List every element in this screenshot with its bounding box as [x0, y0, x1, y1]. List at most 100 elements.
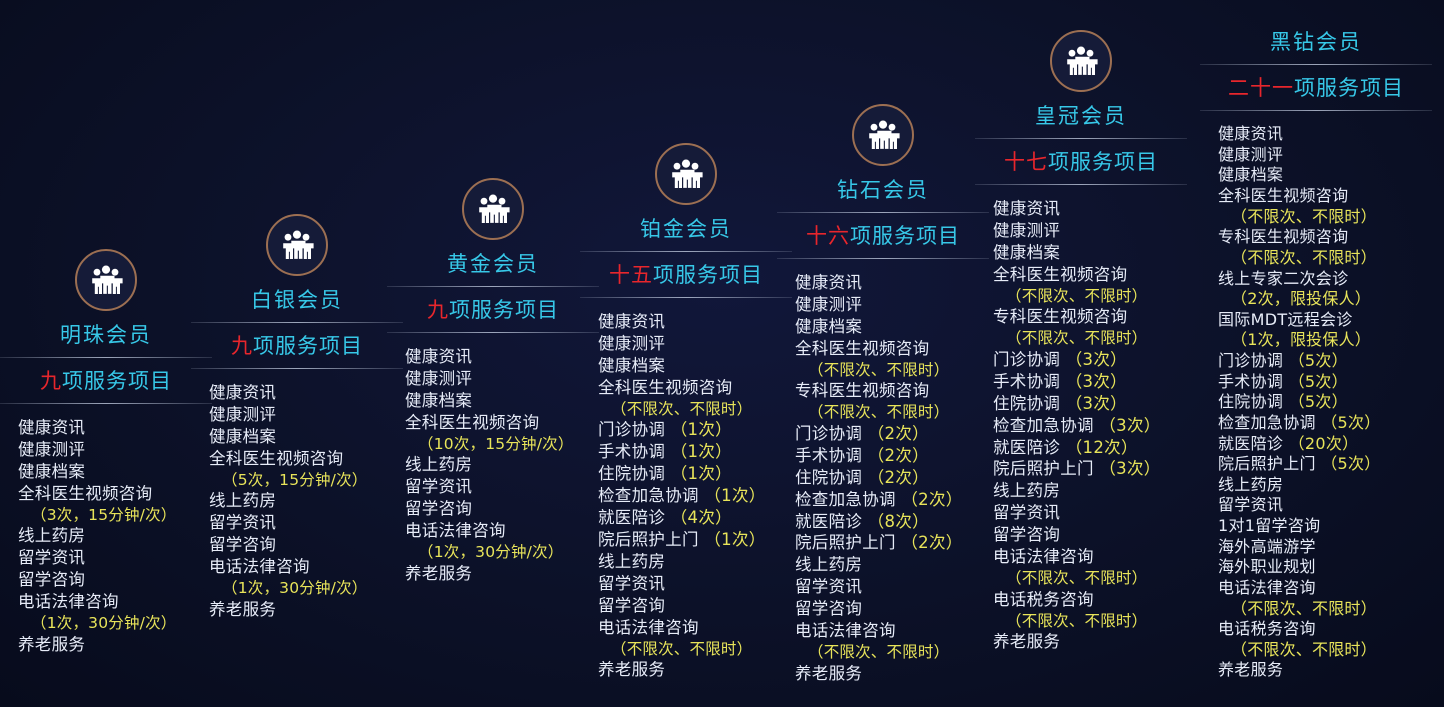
group-people-icon	[1050, 30, 1112, 92]
service-item-label: 专科医生视频咨询	[993, 307, 1128, 327]
service-item: 电话法律咨询	[405, 520, 506, 542]
service-count-heading: 九项服务项目	[427, 287, 559, 332]
service-item: 健康档案	[405, 390, 472, 412]
service-count-heading: 二十一项服务项目	[1228, 65, 1404, 110]
service-item-label: 全科医生视频咨询	[405, 413, 540, 432]
service-item-label: 院后照护上门	[598, 530, 699, 550]
tier-card[interactable]: 明珠会员九项服务项目健康资讯健康测评健康档案全科医生视频咨询（3次，15分钟/次…	[0, 249, 212, 656]
service-item: 就医陪诊 （20次）	[1218, 434, 1358, 455]
tier-card[interactable]: 钻石会员十六项服务项目健康资讯健康测评健康档案全科医生视频咨询（不限次、不限时）…	[777, 104, 989, 685]
service-item: 门诊协调 （5次）	[1218, 351, 1348, 372]
service-item: 线上药房	[598, 551, 665, 573]
service-item-label: 线上药房	[993, 481, 1061, 501]
service-item: 健康档案	[993, 242, 1060, 264]
service-item: 电话法律咨询	[598, 617, 699, 639]
service-item: 健康测评	[993, 220, 1060, 242]
service-item-note: （1次，30分钟/次）	[31, 614, 177, 633]
service-item: 住院协调 （2次）	[795, 467, 929, 489]
divider-top	[975, 138, 1187, 140]
tier-name: 黑钻会员	[1270, 30, 1362, 54]
service-item-quota: （2次）	[901, 533, 963, 553]
tier-card[interactable]: 皇冠会员十七项服务项目健康资讯健康测评健康档案全科医生视频咨询（不限次、不限时）…	[975, 30, 1187, 653]
tier-name: 铂金会员	[640, 217, 732, 241]
service-item: 院后照护上门 （1次）	[598, 529, 766, 551]
service-item-label: 手术协调	[993, 371, 1061, 391]
service-item-label: 养老服务	[598, 660, 666, 680]
service-item: 留学资讯	[405, 476, 472, 498]
service-item-label: 线上药房	[209, 491, 277, 511]
service-item: 专科医生视频咨询	[795, 380, 929, 402]
divider-top	[0, 357, 212, 359]
service-item: 电话法律咨询	[1218, 578, 1316, 599]
service-item-label: 健康资讯	[209, 383, 277, 403]
service-item-label: 留学资讯	[405, 477, 473, 497]
service-item-note: （1次，30分钟/次）	[222, 579, 368, 598]
service-item-label: 养老服务	[18, 634, 86, 654]
service-item-note: （不限次、不限时）	[1231, 247, 1377, 267]
tier-card[interactable]: 黄金会员九项服务项目健康资讯健康测评健康档案全科医生视频咨询（10次，15分钟/…	[387, 178, 599, 585]
service-item: 养老服务	[598, 659, 665, 681]
service-item: 健康测评	[209, 404, 276, 426]
service-item-label: 就医陪诊	[1218, 433, 1284, 453]
service-item-label: 门诊协调	[795, 423, 863, 443]
service-item: 手术协调 （5次）	[1218, 372, 1348, 393]
tier-card[interactable]: 黑钻会员二十一项服务项目健康资讯健康测评健康档案全科医生视频咨询（不限次、不限时…	[1200, 30, 1432, 681]
service-item-label: 养老服务	[209, 599, 277, 619]
service-item-label: 专科医生视频咨询	[1218, 227, 1349, 247]
service-item: 线上药房	[795, 554, 862, 576]
service-item: 健康档案	[795, 316, 862, 338]
service-item: 专科医生视频咨询	[1218, 227, 1348, 248]
service-item: 养老服务	[993, 631, 1060, 653]
service-item: 海外职业规划	[1218, 557, 1316, 578]
service-item: 线上药房	[1218, 475, 1283, 496]
service-item-label: 手术协调	[1218, 371, 1284, 391]
service-item: 留学咨询	[405, 498, 472, 520]
service-item-label: 健康档案	[18, 462, 86, 482]
service-item-note: （不限次、不限时）	[808, 643, 950, 662]
divider-bottom	[777, 258, 989, 260]
service-item-label: 全科医生视频咨询	[993, 265, 1128, 284]
service-item: 养老服务	[405, 563, 472, 585]
tier-card[interactable]: 铂金会员十五项服务项目健康资讯健康测评健康档案全科医生视频咨询（不限次、不限时）…	[580, 143, 792, 681]
service-item-list: 健康资讯健康测评健康档案全科医生视频咨询（不限次、不限时）专科医生视频咨询（不限…	[1200, 124, 1432, 681]
service-item-label: 留学咨询	[209, 535, 277, 555]
service-item-quota: （20次）	[1288, 433, 1359, 453]
service-item-label: 健康档案	[993, 243, 1061, 263]
service-item-label: 全科医生视频咨询	[209, 449, 344, 468]
service-item-label: 电话法律咨询	[18, 592, 119, 612]
service-count-number: 二十一	[1228, 76, 1294, 101]
service-item-label: 全科医生视频咨询	[18, 484, 153, 503]
service-item-label: 电话法律咨询	[993, 547, 1094, 567]
service-item-label: 就医陪诊	[795, 511, 863, 531]
service-item-label: 院后照护上门	[795, 533, 896, 553]
service-item-quota: （2次）	[867, 445, 929, 465]
service-item-quota: （1次）	[670, 464, 732, 484]
tier-name: 钻石会员	[837, 178, 929, 202]
service-item-note: （不限次、不限时）	[1231, 639, 1377, 659]
tier-card[interactable]: 白银会员九项服务项目健康资讯健康测评健康档案全科医生视频咨询（5次，15分钟/次…	[191, 214, 403, 621]
service-item: 手术协调 （3次）	[993, 371, 1127, 393]
service-item-label: 留学咨询	[795, 599, 863, 619]
service-item-label: 院后照护上门	[1218, 454, 1316, 474]
divider-top	[777, 212, 989, 214]
service-item: 就医陪诊 （8次）	[795, 511, 929, 533]
service-item: 健康测评	[405, 368, 472, 390]
group-people-icon	[266, 214, 328, 276]
service-count-number: 九	[427, 298, 449, 323]
service-count-number: 九	[231, 334, 253, 359]
service-item: 门诊协调 （2次）	[795, 423, 929, 445]
service-item-label: 健康资讯	[598, 312, 666, 332]
service-item: 检查加急协调 （5次）	[1218, 413, 1381, 434]
service-item: 1对1留学咨询	[1218, 516, 1320, 537]
service-item-label: 健康档案	[1218, 165, 1284, 185]
service-item-note: （不限次、不限时）	[1006, 611, 1148, 630]
service-item-label: 线上药房	[598, 552, 666, 572]
service-item-note: （3次，15分钟/次）	[31, 505, 177, 524]
service-item: 留学资讯	[993, 502, 1060, 524]
service-item-label: 手术协调	[598, 442, 666, 462]
service-item-quota: （2次）	[901, 489, 963, 509]
service-item: 健康测评	[598, 333, 665, 355]
service-item-label: 健康测评	[209, 405, 277, 425]
service-item: 就医陪诊 （4次）	[598, 507, 732, 529]
service-item-label: 全科医生视频咨询	[598, 378, 733, 397]
